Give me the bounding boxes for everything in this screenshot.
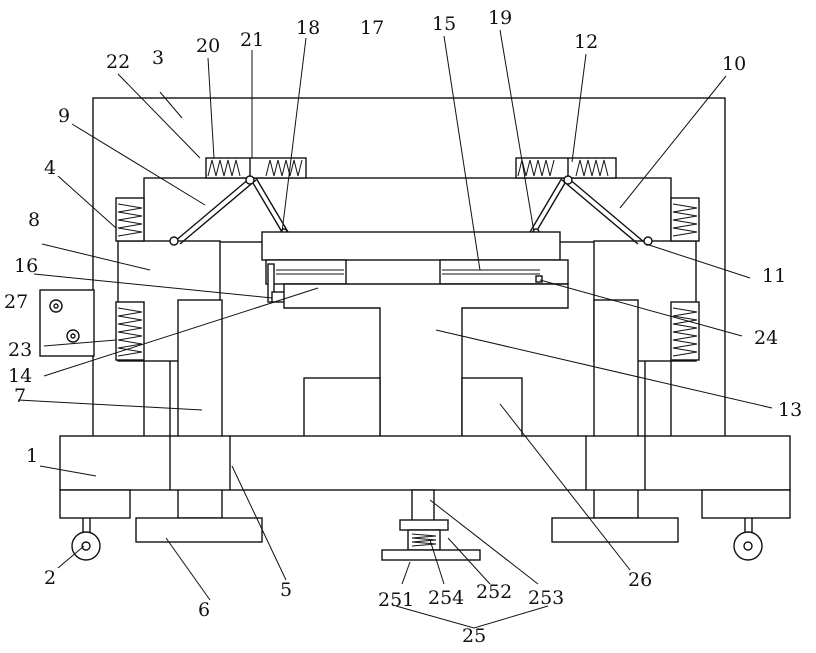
label-26: 26 xyxy=(628,569,652,591)
left-upper-spring xyxy=(116,198,144,241)
label-27: 27 xyxy=(4,291,28,313)
right-wheel xyxy=(734,518,762,560)
label-11: 11 xyxy=(762,265,786,287)
label-25: 25 xyxy=(462,625,486,647)
label-7: 7 xyxy=(14,385,26,407)
label-12: 12 xyxy=(574,31,598,53)
clamp-plate xyxy=(262,232,560,260)
right-slide-rail xyxy=(440,260,568,284)
left-wheel xyxy=(72,518,100,560)
label-16: 16 xyxy=(14,255,38,277)
label-15: 15 xyxy=(432,13,456,35)
right-upper-spring xyxy=(671,198,699,241)
label-18: 18 xyxy=(296,17,320,39)
label-10: 10 xyxy=(722,53,746,75)
label-254: 254 xyxy=(428,587,464,609)
label-1: 1 xyxy=(26,445,38,467)
label-21: 21 xyxy=(240,29,264,51)
label-22: 22 xyxy=(106,51,130,73)
label-3: 3 xyxy=(152,47,164,69)
label-2: 2 xyxy=(44,567,56,589)
label-4: 4 xyxy=(44,157,56,179)
label-23: 23 xyxy=(8,339,32,361)
right-lower-spring xyxy=(671,302,699,360)
label-8: 8 xyxy=(28,209,40,231)
label-14: 14 xyxy=(8,365,32,387)
label-17: 17 xyxy=(360,17,384,39)
label-19: 19 xyxy=(488,7,512,29)
top-right-springs xyxy=(516,158,616,178)
label-5: 5 xyxy=(280,579,292,601)
label-20: 20 xyxy=(196,35,220,57)
label-251: 251 xyxy=(378,589,414,611)
base-beam xyxy=(60,436,790,490)
label-252: 252 xyxy=(476,581,512,603)
label-253: 253 xyxy=(528,587,564,609)
label-13: 13 xyxy=(778,399,802,421)
label-9: 9 xyxy=(58,105,70,127)
label-24: 24 xyxy=(754,327,778,349)
label-6: 6 xyxy=(198,599,210,621)
